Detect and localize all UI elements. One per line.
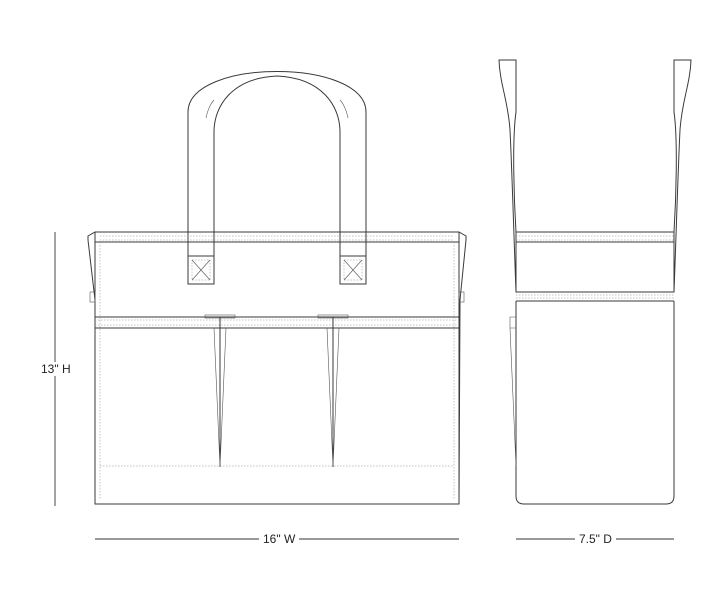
pocket-divider-right	[317, 314, 349, 468]
handle-tab-right	[339, 255, 367, 285]
side-view	[498, 59, 692, 505]
side-top-band	[515, 231, 675, 293]
front-body	[87, 231, 467, 505]
depth-label: 7.5" D	[575, 532, 616, 546]
front-handle	[187, 71, 367, 285]
handle-tab-left	[187, 255, 215, 285]
front-view	[87, 71, 467, 505]
side-body	[515, 301, 675, 505]
pocket-divider-left	[204, 314, 236, 468]
side-strap-right	[673, 59, 692, 293]
width-label: 16" W	[259, 532, 300, 546]
side-strap-left	[498, 59, 517, 293]
height-label: 13" H	[37, 362, 75, 376]
